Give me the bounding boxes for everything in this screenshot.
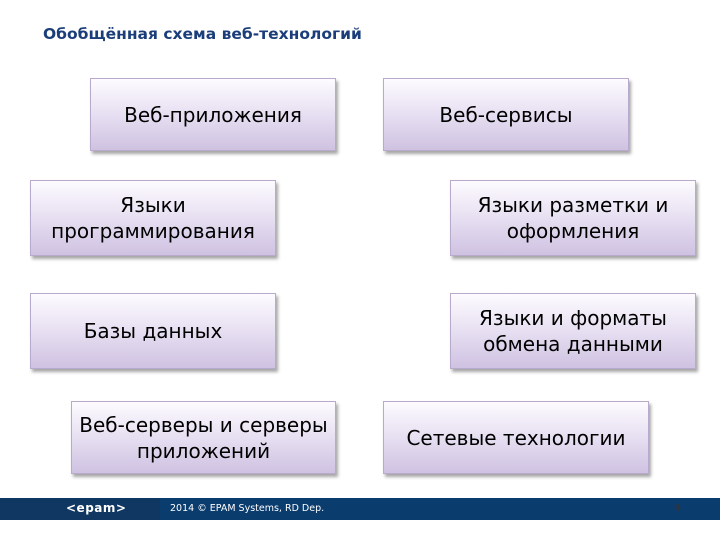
epam-logo: <epam> [66, 501, 127, 515]
footer-bar: <epam> 2014 © EPAM Systems, RD Dep. [0, 498, 720, 520]
box-web-apps: Веб-приложения [90, 78, 336, 151]
box-databases: Базы данных [30, 293, 276, 369]
copyright-text: 2014 © EPAM Systems, RD Dep. [170, 503, 325, 514]
slide-title: Обобщённая схема веб-технологий [43, 25, 362, 43]
box-exchange-formats: Языки и форматы обмена данными [450, 293, 696, 369]
box-network-technologies: Сетевые технологии [383, 401, 649, 474]
page-number: 4 [674, 503, 681, 514]
box-web-servers: Веб-серверы и серверы приложений [71, 401, 336, 474]
footer-logo-area: <epam> [0, 498, 160, 520]
box-markup-languages: Языки разметки и оформления [450, 180, 696, 256]
box-web-services: Веб-сервисы [383, 78, 629, 151]
box-programming-languages: Языки программирования [30, 180, 276, 256]
